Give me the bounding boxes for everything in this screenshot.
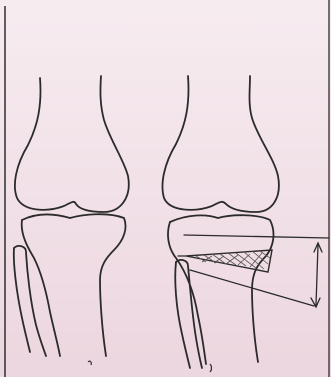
- left-knee: [14, 76, 129, 356]
- left-tibia-medial-edge: [22, 220, 60, 356]
- bottom-right-mark: [210, 364, 212, 372]
- right-tibia-medial: [168, 222, 206, 364]
- osteotomy-wedge: [186, 250, 272, 272]
- upper-guide-line: [184, 235, 329, 238]
- measurement-guides: [178, 235, 329, 307]
- left-tibia: [22, 214, 126, 356]
- bottom-left-mark: [88, 361, 91, 365]
- dimension-line: [316, 245, 318, 305]
- left-femur: [15, 76, 129, 212]
- right-knee: [163, 76, 279, 368]
- right-tibia-lateral: [170, 215, 273, 362]
- right-femur: [163, 76, 279, 212]
